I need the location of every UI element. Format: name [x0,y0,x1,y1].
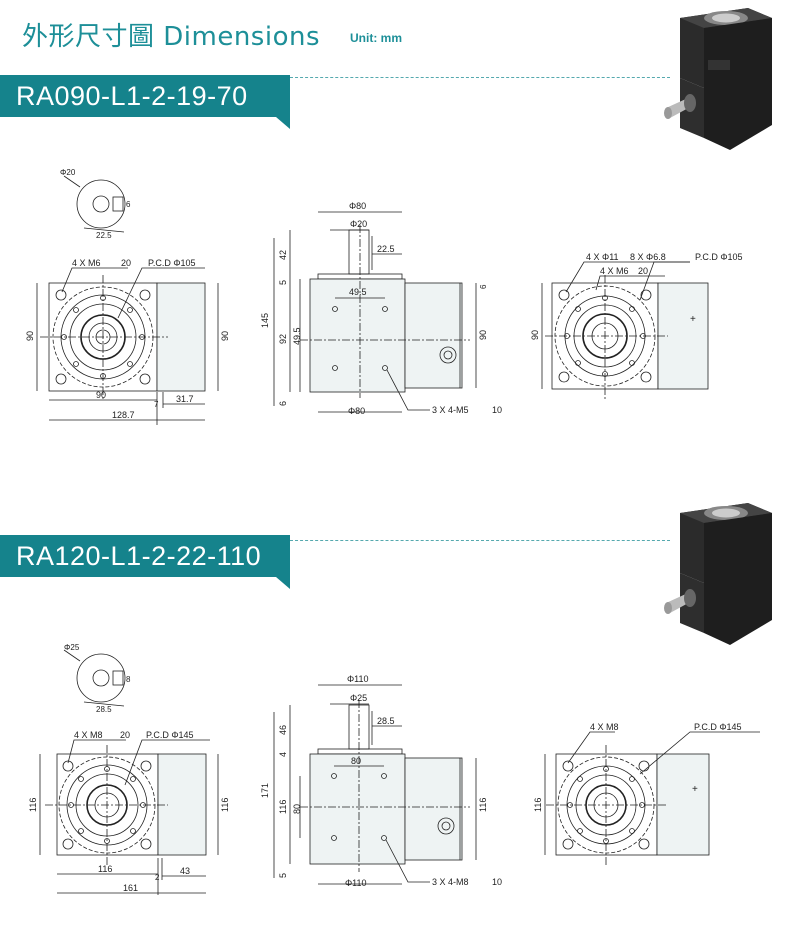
model-banner-2: RA120-L1-2-22-110 [0,535,290,577]
svg-text:+: + [690,314,696,325]
front-size-right: 90 [220,331,230,341]
product-photo-2 [664,503,772,645]
banner-dash-1 [290,77,670,78]
page-title: 外形尺寸圖 Dimensions [22,22,321,52]
rear-pcd: P.C.D Φ105 [695,252,743,262]
banner-tail-1 [262,117,290,129]
front-width-body: 31.7 [176,394,194,404]
front-holes-text: 4 X M6 [72,258,101,268]
front-width-total: 128.7 [112,410,135,420]
svg-text:P.C.D Φ145: P.C.D Φ145 [694,722,742,732]
front-view-1: 4 X M6 20 P.C.D Φ105 90 90 90 7 31.7 128… [25,258,230,425]
shaft-height-text: 22.5 [96,231,112,240]
rear-depth-a: 8 X Φ6.8 [630,252,666,262]
svg-text:116: 116 [98,864,112,874]
rear-view-2: + 4 X M8 P.C.D Φ145 116 [533,722,760,865]
rear-view-1: + 4 X Φ11 8 X Φ6.8 4 X M6 20 P.C.D Φ105 … [530,252,743,400]
rear-holes-b: 4 X M6 [600,266,629,276]
banner-tail-2 [262,577,290,589]
side-h-holes: 49.5 [292,327,302,345]
svg-text:Φ110: Φ110 [345,878,367,888]
front-pcd-text: P.C.D Φ105 [148,258,196,268]
svg-text:80: 80 [292,804,302,814]
svg-text:46: 46 [278,725,288,735]
svg-text:Φ25: Φ25 [64,643,80,652]
svg-text:43: 43 [180,866,190,876]
svg-text:116: 116 [220,798,230,812]
svg-text:4 X M8: 4 X M8 [590,722,619,732]
side-flange-dia: Φ80 [349,201,366,211]
side-h-step: 5 [278,280,288,285]
side-h-body: 92 [278,334,288,344]
shaft-detail-1: Φ20 6 22.5 [60,168,131,240]
front-hole-depth-text: 20 [121,258,131,268]
model-banner-1: RA090-L1-2-19-70 [0,75,290,117]
side-view-1: Φ80 Φ20 22.5 42 5 145 92 49.5 6 49.5 90 … [260,201,502,416]
svg-text:P.C.D Φ145: P.C.D Φ145 [146,730,194,740]
rear-holes-a: 4 X Φ11 [586,252,619,262]
front-width-gap: 7 [154,400,159,409]
side-bottom-depth: 10 [492,405,502,415]
svg-text:116: 116 [533,798,543,812]
svg-text:4 X M8: 4 X M8 [74,730,103,740]
side-h-base: 6 [278,401,288,406]
side-w-holes: 49.5 [349,287,367,297]
rear-size: 90 [530,330,540,340]
side-shaft-dia: Φ20 [350,219,367,229]
svg-text:116: 116 [478,798,488,812]
unit-label: Unit: mm [350,31,402,45]
svg-text:8: 8 [126,675,131,684]
svg-text:28.5: 28.5 [96,705,112,714]
svg-text:116: 116 [278,800,288,814]
product-photo-1 [664,8,772,150]
svg-text:10: 10 [492,877,502,887]
front-size-left: 90 [25,331,35,341]
side-bottom-dia: Φ80 [348,406,365,416]
svg-text:2: 2 [155,873,160,882]
side-view-2: Φ110 Φ25 28.5 46 4 171 116 80 5 80 116 Φ… [260,674,502,888]
side-shaft-len: 22.5 [377,244,395,254]
banner-dash-2 [290,540,670,541]
shaft-dia-text: Φ20 [60,168,76,177]
side-h-shaft: 42 [278,250,288,260]
svg-text:Φ110: Φ110 [347,674,369,684]
side-h-total: 145 [260,313,270,328]
side-bottom-holes: 3 X 4-M5 [432,405,469,415]
svg-text:116: 116 [28,798,38,812]
shaft-detail-2: Φ25 8 28.5 [63,643,131,714]
svg-text:Φ25: Φ25 [350,693,367,703]
rear-depth-b: 20 [638,266,648,276]
front-width-square: 90 [96,390,106,400]
svg-text:161: 161 [123,883,138,893]
svg-text:5: 5 [278,873,288,878]
side-h-small: 6 [479,284,488,289]
svg-text:171: 171 [260,783,270,798]
side-h-right: 90 [478,330,488,340]
svg-text:4: 4 [278,752,288,757]
shaft-key-text: 6 [126,200,131,209]
front-view-2: 4 X M8 20 P.C.D Φ145 116 116 116 2 43 16… [28,730,230,895]
svg-text:+: + [692,784,698,795]
svg-text:3 X 4-M8: 3 X 4-M8 [432,877,469,887]
svg-text:80: 80 [351,756,361,766]
svg-text:20: 20 [120,730,130,740]
svg-text:28.5: 28.5 [377,716,395,726]
